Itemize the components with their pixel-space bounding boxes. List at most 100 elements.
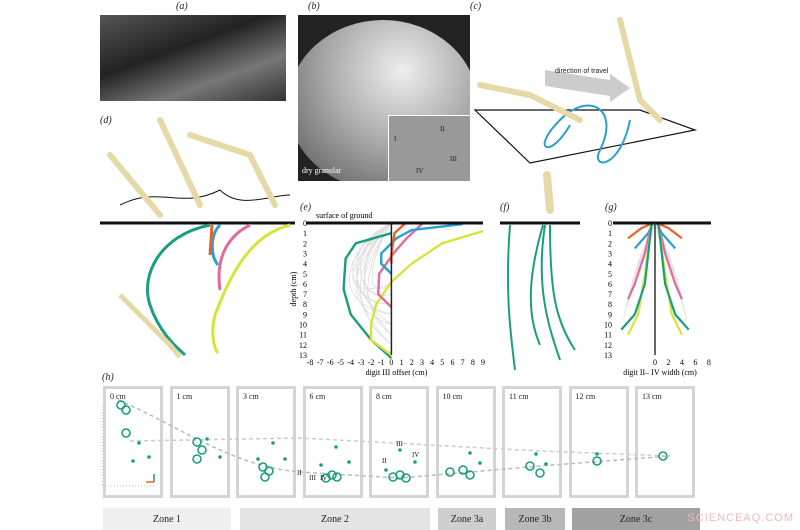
x-tick-label: -8 — [307, 358, 314, 367]
x-tick-label: 8 — [707, 358, 711, 367]
y-tick-label: 7 — [608, 290, 612, 299]
digit-label: II — [382, 457, 387, 465]
leg-skeleton — [543, 171, 554, 214]
blue-trajectory — [210, 223, 222, 266]
y-tick-label: 9 — [303, 310, 307, 319]
x-tick-label: 8 — [471, 358, 475, 367]
x-tick-label: 9 — [481, 358, 485, 367]
depth-label: 13 cm — [642, 392, 662, 401]
y-tick-label: 13 — [604, 351, 612, 360]
digit-label: II — [440, 125, 445, 133]
ground-plane — [473, 109, 698, 164]
y-tick-label: 2 — [303, 239, 307, 248]
panel-g-label: (g) — [605, 202, 617, 213]
y-tick-label: 12 — [299, 341, 307, 350]
digit-label: IV — [416, 167, 424, 175]
x-tick-label: 2 — [410, 358, 414, 367]
depth-label: 3 cm — [243, 392, 259, 401]
digit-label: IV — [412, 451, 420, 459]
pink-series-line — [627, 222, 653, 300]
y-tick-label: 6 — [303, 280, 307, 289]
panel-c-diagram — [473, 17, 698, 164]
y-tick-label: 8 — [303, 300, 307, 309]
x-axis-label: digit II– IV width (cm) — [623, 368, 697, 377]
panel-e-chart: surface of ground012345678910111213-8-7-… — [290, 211, 485, 377]
x-tick-label: -2 — [368, 358, 375, 367]
depth-label: 8 cm — [376, 392, 392, 401]
digit-label: IV — [320, 474, 328, 482]
y-tick-label: 8 — [608, 300, 612, 309]
zone-bar: Zone 3c — [572, 508, 700, 530]
background-trajectory — [360, 222, 392, 346]
panel-e-label: (e) — [300, 202, 312, 213]
depth-label: 12 cm — [575, 392, 596, 401]
depth-label: 10 cm — [442, 392, 463, 401]
panel-b-xray: dry granular I II III IV — [298, 15, 470, 181]
depth-label: 6 cm — [309, 392, 326, 401]
x-tick-label: 6 — [450, 358, 454, 367]
y-tick-label: 12 — [604, 341, 612, 350]
panel-d-label: (d) — [100, 115, 112, 126]
x-tick-label: 0 — [653, 358, 657, 367]
digit-label: II — [297, 469, 302, 477]
leg-skeleton — [477, 17, 663, 123]
x-tick-label: -7 — [317, 358, 324, 367]
y-tick-label: 9 — [608, 310, 612, 319]
zone-bar: Zone 3a — [438, 508, 496, 530]
yellow-trajectory — [211, 223, 291, 355]
y-tick-label: 13 — [299, 351, 307, 360]
direction-arrow-icon — [545, 70, 630, 102]
panel-a-photo — [100, 15, 286, 101]
background-trajectory — [356, 222, 392, 346]
x-tick-label: 4 — [430, 358, 434, 367]
x-tick-label: 4 — [680, 358, 684, 367]
surface-profile — [119, 189, 291, 206]
y-tick-label: 10 — [604, 321, 612, 330]
watermark: SCIENCEAQ.COM — [687, 512, 794, 524]
digit-trajectories — [506, 224, 576, 371]
surface-annotation: surface of ground — [316, 211, 372, 220]
x-tick-label: 7 — [461, 358, 465, 367]
depth-label: 11 cm — [509, 392, 529, 401]
zone-bar: Zone 1 — [103, 508, 231, 530]
depth-frame: 13 cm — [635, 386, 695, 498]
y-axis-label: depth (cm) — [290, 271, 298, 306]
depth-frame: 11 cm — [502, 386, 562, 498]
panel-c-label: (c) — [470, 1, 482, 12]
panel-f-label: (f) — [500, 202, 510, 213]
x-axis-label: digit III offset (cm) — [366, 368, 428, 377]
y-tick-label: 7 — [303, 290, 307, 299]
foot-trajectory — [543, 104, 631, 164]
panel-a-label: (a) — [176, 1, 188, 12]
y-tick-label: 2 — [608, 239, 612, 248]
digit-label: I — [394, 135, 397, 143]
orange-series-line — [627, 221, 654, 240]
depth-frame: 12 cm — [568, 386, 629, 498]
orange-series-line — [656, 221, 683, 240]
teal-series-line — [657, 222, 690, 331]
orange-trajectory — [208, 224, 214, 256]
x-tick-label: -3 — [358, 358, 365, 367]
x-tick-label: 0 — [389, 358, 393, 367]
pink-series-line — [657, 222, 683, 300]
y-tick-label: 3 — [608, 249, 612, 258]
zone-bar: Zone 2 — [240, 508, 430, 530]
x-tick-label: 2 — [666, 358, 670, 367]
y-tick-label: 11 — [604, 331, 612, 340]
x-tick-label: 5 — [440, 358, 444, 367]
y-tick-label: 5 — [608, 270, 612, 279]
depth-label: 1 cm — [176, 392, 193, 401]
digit-label: III — [450, 155, 457, 163]
background-trajectory — [364, 222, 392, 335]
pink-series-line — [376, 223, 423, 309]
y-tick-label: 4 — [608, 260, 612, 269]
zone-bar: Zone 3b — [505, 508, 565, 530]
depth-frame: 1 cm — [169, 386, 230, 498]
y-tick-label: 5 — [303, 270, 307, 279]
x-tick-label: -5 — [337, 358, 344, 367]
y-tick-label: 0 — [303, 219, 307, 228]
y-tick-label: 6 — [608, 280, 612, 289]
y-tick-label: 1 — [608, 229, 612, 238]
x-tick-label: -1 — [378, 358, 385, 367]
